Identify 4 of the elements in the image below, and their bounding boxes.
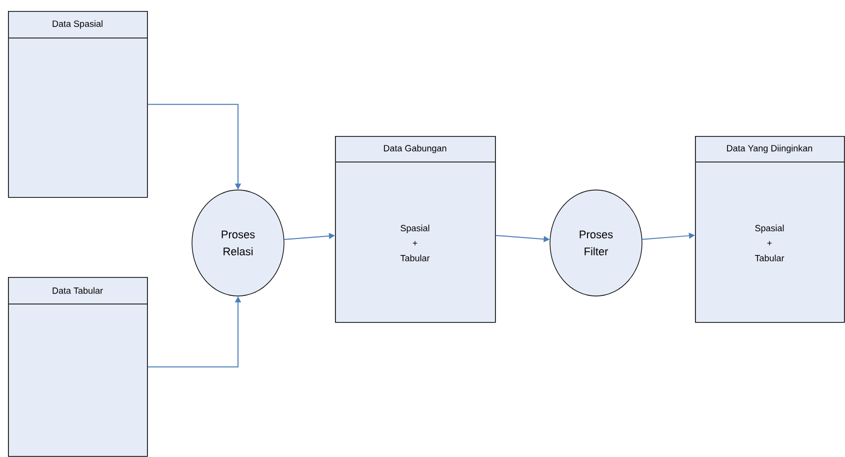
data-box: Data Tabular (8, 277, 148, 457)
data-box: Data Yang Diinginkan Spasial + Tabular (694, 136, 845, 323)
data-box: Data Spasial (8, 11, 148, 198)
data-box: Data Gabungan Spasial + Tabular (334, 136, 496, 323)
